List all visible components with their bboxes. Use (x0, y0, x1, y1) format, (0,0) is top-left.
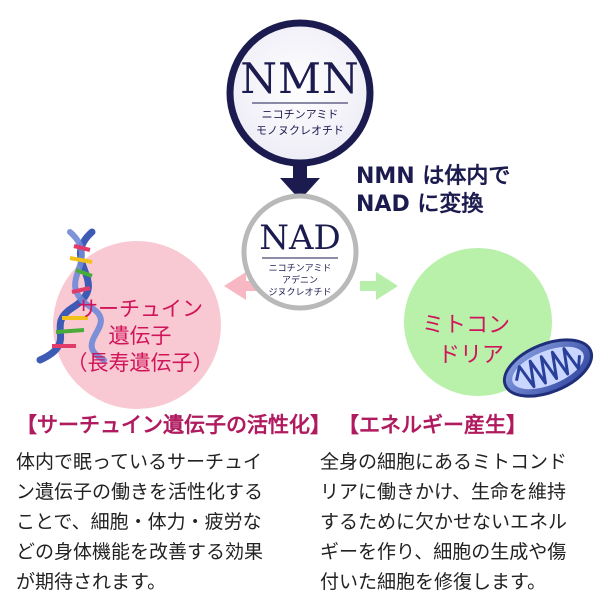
mitochondria-label-line2: ドリア (438, 343, 505, 368)
energy-description-line: 全身の細胞にあるミトコンド (320, 451, 568, 473)
nmn-title: NMN (240, 54, 360, 103)
nad-title: NAD (259, 218, 341, 258)
nad-subtitle-line3: ジヌクレオチド (268, 288, 332, 298)
sirtuin-description-line: が期待されます。 (16, 571, 167, 593)
energy-description-line: リアに働きかけ、生命を維持 (320, 481, 567, 503)
conversion-text-line1: NMN は体内で (356, 164, 511, 189)
dna-helix-icon (36, 228, 107, 364)
sirtuin-label-line3: （長寿遺伝子） (66, 351, 214, 375)
sirtuin-description-line: ことで、細胞・体力・疲労な (16, 511, 262, 533)
arrow-to-sirtuin (224, 272, 262, 300)
arrow-to-mitochondria (360, 272, 398, 300)
nad-circle (241, 193, 359, 311)
sirtuin-description: 体内で眠っているサーチュイ ン遺伝子の働きを活性化する ことで、細胞・体力・疲労… (16, 447, 301, 597)
energy-description-line: するために欠かせないエネル (320, 511, 568, 533)
nmn-subtitle-line2: モノヌクレオチド (256, 124, 344, 137)
nmn-circle (226, 19, 374, 167)
nad-subtitle-line2: アデニン (281, 276, 318, 286)
nmn-subtitle-line1: ニコチンアミド (261, 108, 339, 121)
nad-subtitle-line1: ニコチンアミド (268, 264, 332, 274)
mitochondria-label-line1: ミトコン (422, 313, 511, 338)
mitochondria-icon (502, 338, 594, 398)
conversion-text-line2: NAD に変換 (356, 192, 484, 217)
energy-description-line: 付いた細胞を修復します。 (320, 571, 547, 593)
sirtuin-description-line: どの身体機能を改善する効果 (16, 541, 264, 563)
sirtuin-circle (53, 241, 221, 409)
sirtuin-heading: 【サーチュイン遺伝子の活性化】 (16, 413, 331, 437)
energy-description-line: ギーを作り、細胞の生成や傷 (320, 541, 567, 563)
sirtuin-label-line2: 遺伝子 (108, 324, 172, 348)
sirtuin-description-line: 体内で眠っているサーチュイ (16, 451, 263, 473)
energy-description: 全身の細胞にあるミトコンド リアに働きかけ、生命を維持 するために欠かせないエネ… (320, 447, 600, 597)
sirtuin-label-line1: サーチュイン (77, 297, 203, 321)
sirtuin-description-line: ン遺伝子の働きを活性化する (16, 481, 264, 503)
energy-heading: 【エネルギー産生】 (338, 413, 527, 437)
